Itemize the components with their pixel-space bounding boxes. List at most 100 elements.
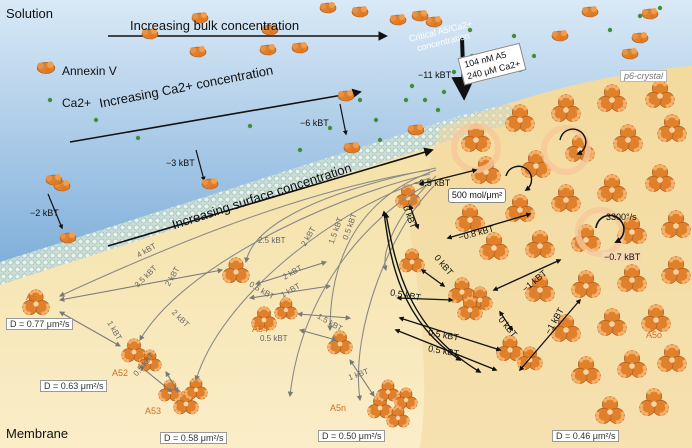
binding-energy-2: −3 kBT [166,158,195,168]
trimer-a5 [22,289,50,316]
equilibrium-arrow [296,311,352,321]
diffusion-3: D = 0.58 μm²/s [160,432,228,444]
crystal-trimer [597,84,627,113]
crystal-trimer [525,230,555,259]
arrow-calcium [69,88,362,143]
species-a53: A53 [145,406,162,416]
calcium-ion [135,135,141,141]
annexin-protein [261,24,279,36]
calcium-ion [373,117,379,123]
crystal-trimer [597,174,627,203]
crystal-trimer [551,184,581,213]
crystal-trimer [645,80,675,109]
binding-energy-1: −2 kBT [30,208,59,218]
crystal-trimer [505,104,535,133]
diffusion-1: D = 0.77 μm²/s [6,318,74,330]
transition-arrow [327,169,437,332]
equilibrium-arrow [59,311,121,347]
calcium-ion [47,97,53,103]
energy-e17: −0.5 kBT [414,178,451,188]
trimer-a53-1 [251,306,277,331]
crystal-trimer [645,164,675,193]
crystal-trimer [617,350,647,379]
annexin-protein [59,232,77,244]
annexin-protein [411,10,429,22]
calcium-ion [637,13,643,19]
annexin-protein [621,48,639,60]
arrow-binding-1 [47,193,63,230]
arrow-binding-3 [339,103,348,136]
trimer-a54-4 [394,387,418,410]
calcium-ion [467,27,473,33]
calcium-ion [327,125,333,131]
calcium-ion [531,53,537,59]
trimer-a54-1 [367,394,393,419]
calcium-ion [607,27,613,33]
calcium-ion [377,137,383,143]
rotation-arrow [595,214,625,243]
equilibrium-arrow [254,260,328,286]
crystal-label: p6-crystal [620,70,668,82]
crystal-trimer [657,114,687,143]
calcium-ion [511,33,517,39]
label-solution: Solution [6,6,53,21]
crystal-trimer [661,256,691,285]
calcium-ion [657,5,663,11]
legend-annexin-label: Annexin V [62,64,117,78]
calcium-ion [93,117,99,123]
critical-energy: −11 kBT [418,70,452,80]
annexin-protein [45,174,63,186]
species-a5o: A5o [646,330,663,340]
crystal-trimer [617,216,647,245]
equilibrium-arrow [58,268,224,302]
rotation-arrow [559,128,587,156]
calcium-ion [297,147,303,153]
p6-ring [575,207,625,257]
equilibrium-arrow [349,359,375,397]
annexin-protein [343,142,361,154]
trimer-cluster-4 [496,335,524,362]
crystal-trimer [571,356,601,385]
diffusion-5: D = 0.46 μm²/s [552,430,620,442]
annexin-protein [191,12,209,24]
crystal-transition-arrow [499,310,513,332]
energy-e27: −0.7 kBT [602,252,643,262]
energy-e4: 2.5 kBT [258,236,286,245]
crystal-trimer [657,344,687,373]
annexin-protein [631,32,649,44]
legend-calcium-label: Ca2+ [62,96,92,110]
crystal-transition-arrow [492,259,562,291]
calcium-ion [357,97,363,103]
annexin-protein [581,6,599,18]
rotation-label: 3300°/s [606,212,637,222]
equilibrium-arrow [139,365,173,393]
calcium-ion [441,89,447,95]
p6-ring [541,125,591,175]
annexin-protein [425,16,443,28]
diffusion-2: D = 0.63 μm²/s [40,380,108,392]
annexin-protein [141,28,159,40]
binding-energy-3: −6 kBT [300,118,329,128]
crystal-trimer [595,396,625,425]
crystal-trimer [521,150,551,179]
crystal-trimer [571,270,601,299]
arrow-bulk-label: Increasing bulk concentration [130,18,300,33]
annexin-protein [337,90,355,102]
diffusion-4: D = 0.50 μm²/s [318,430,386,442]
transition-arrow [244,167,437,264]
calcium-ion [247,123,253,129]
label-membrane: Membrane [6,426,69,441]
annexin-protein [189,46,207,58]
crystal-trimer [639,388,669,417]
transition-arrow [287,181,433,398]
energy-e12: 0.5 kBT [260,334,288,343]
crystal-trimer [641,304,671,333]
annexin-protein [201,178,219,190]
annexin-protein [319,2,337,14]
equilibrium-arrow [248,283,332,301]
crystal-trimer [617,264,647,293]
species-a5n: A5n [330,403,347,413]
trimer-a54-3 [376,379,400,402]
